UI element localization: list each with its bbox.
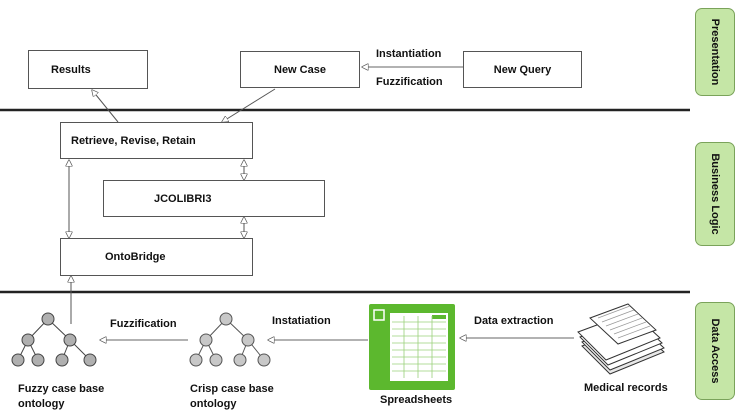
fuzzy-ontology-caption-2: ontology: [18, 398, 65, 410]
layer-presentation-label: Presentation: [709, 18, 721, 86]
layer-data-access-label: Data Access: [709, 318, 721, 384]
fuzzification-top-label: Fuzzification: [376, 76, 443, 88]
jcolibri-label: JCOLIBRI3: [154, 192, 212, 205]
fuzzy-tree-icon: [11, 312, 97, 367]
ontobridge-label: OntoBridge: [105, 251, 166, 263]
documents-stack-icon: [577, 303, 665, 375]
results-box: Results: [28, 50, 148, 89]
medical-records-caption: Medical records: [584, 382, 668, 394]
instantiation-label: Instantiation: [376, 48, 442, 60]
newcase-to-retrieve-arrow: [222, 88, 276, 122]
spreadsheets-caption: Spreadsheets: [380, 394, 453, 406]
new-query-box: New Query: [463, 51, 582, 88]
ontobridge-box: OntoBridge: [60, 238, 253, 276]
new-case-label: New Case: [274, 63, 326, 76]
fuzzification-bottom-label: Fuzzification: [110, 318, 177, 330]
instatiation-label: Instatiation: [272, 315, 331, 327]
layer-data-access: Data Access: [695, 302, 735, 400]
fuzzy-ontology-caption-1: Fuzzy case base: [18, 383, 105, 395]
layer-business-logic: Business Logic: [695, 142, 735, 246]
retrieve-to-results-arrow: [92, 90, 119, 123]
retrieve-revise-retain-box: Retrieve, Revise, Retain: [60, 122, 253, 159]
new-case-box: New Case: [240, 51, 360, 88]
new-query-label: New Query: [493, 63, 552, 76]
crisp-tree-icon: [189, 312, 271, 367]
crisp-ontology-caption-1: Crisp case base: [190, 383, 274, 395]
layer-presentation: Presentation: [695, 8, 735, 96]
jcolibri-box: JCOLIBRI3: [103, 180, 325, 217]
data-extraction-label: Data extraction: [474, 315, 554, 327]
results-label: Results: [51, 63, 91, 76]
layer-business-logic-label: Business Logic: [709, 153, 721, 235]
crisp-ontology-caption-2: ontology: [190, 398, 237, 410]
retrieve-revise-retain-label: Retrieve, Revise, Retain: [71, 134, 196, 147]
spreadsheet-icon: [369, 304, 455, 390]
